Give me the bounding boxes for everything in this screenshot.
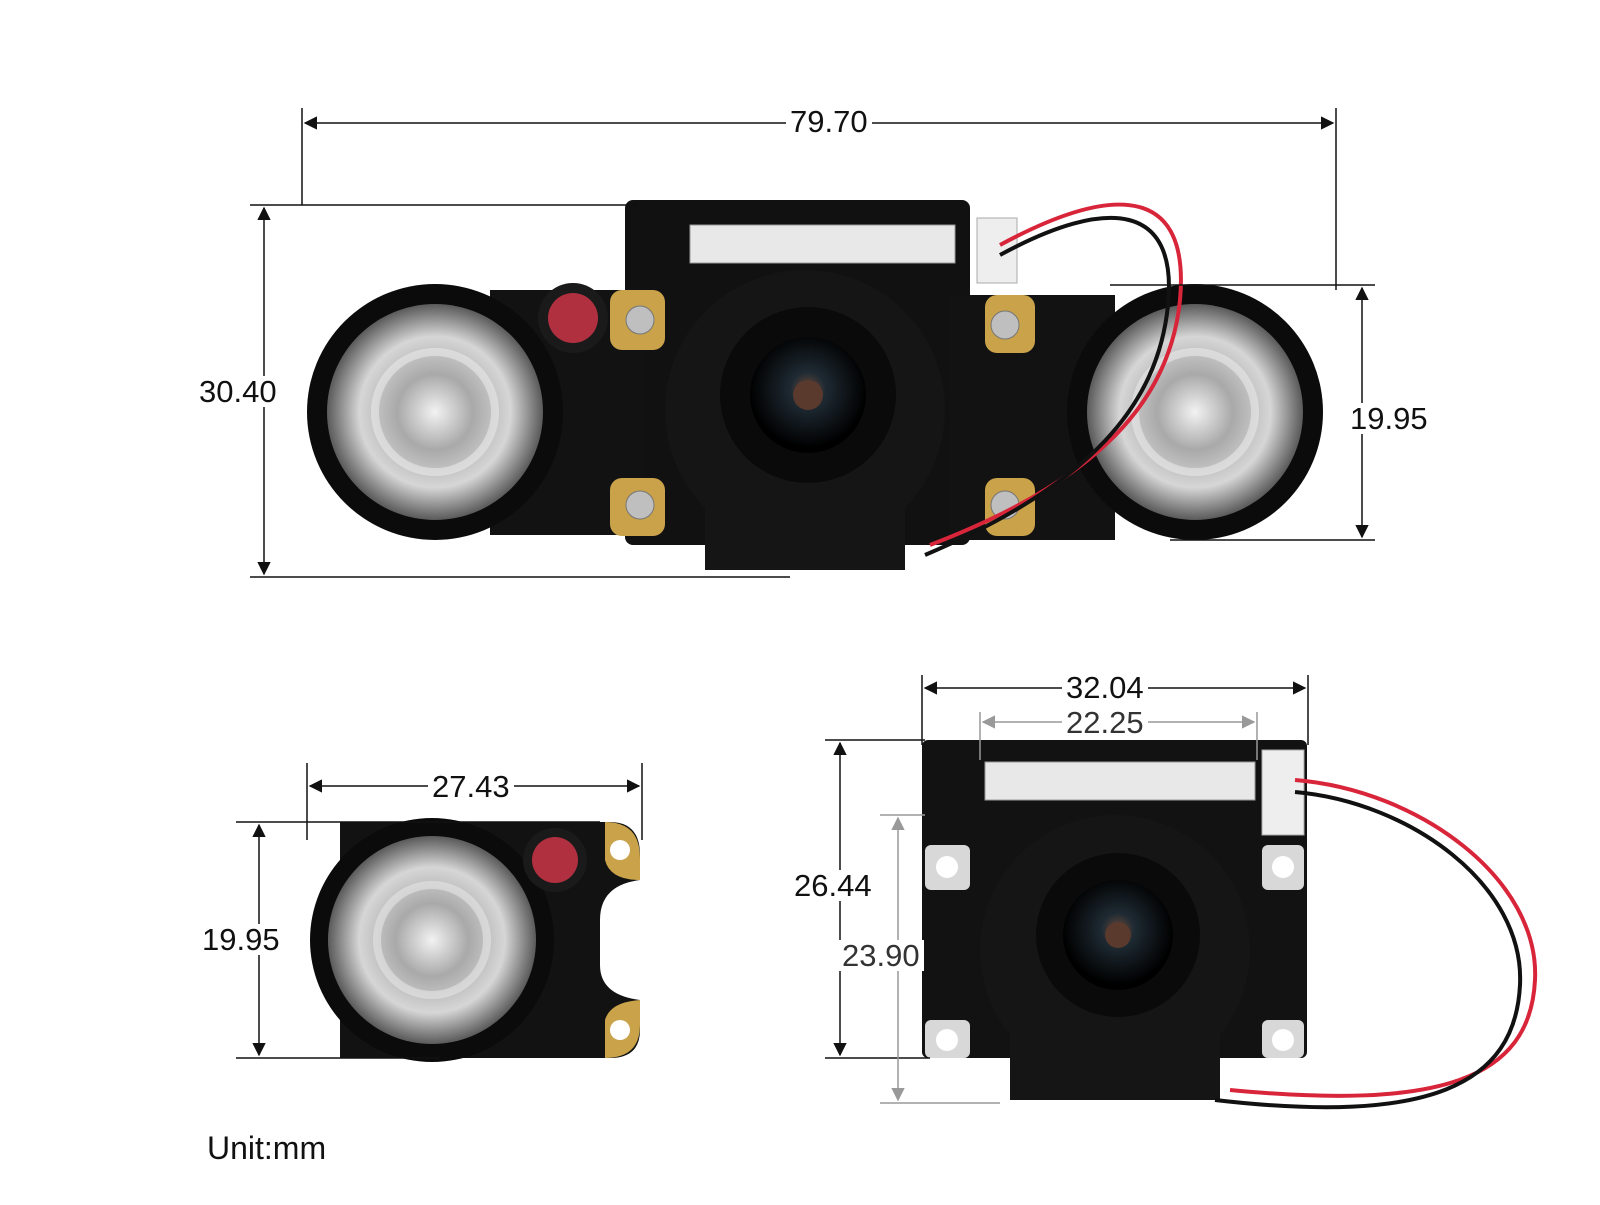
ir-board-module	[310, 818, 640, 1062]
red-wire	[1229, 778, 1538, 1098]
black-wire	[924, 215, 1171, 557]
led-lens	[327, 304, 543, 520]
screw-icon	[625, 305, 655, 335]
ribbon-connector	[984, 761, 1256, 801]
dim-label-connector-width: 22.25	[1062, 707, 1148, 738]
screw-icon	[625, 490, 655, 520]
dim-label-camera-width: 32.04	[1062, 672, 1148, 703]
dim-label-hole-height: 23.90	[838, 940, 924, 971]
full-module	[307, 200, 1323, 570]
mount-hole	[610, 1020, 630, 1040]
unit-label: Unit:mm	[207, 1130, 327, 1166]
led-lens	[328, 836, 536, 1044]
dim-label-camera-height: 26.44	[790, 870, 876, 901]
led-lens	[1087, 304, 1303, 520]
mount-hole	[610, 840, 630, 860]
ribbon-connector	[689, 224, 956, 264]
dim-label-full-height: 30.40	[195, 376, 281, 407]
screw-icon	[990, 310, 1020, 340]
dim-label-ir-height-top: 19.95	[1346, 403, 1432, 434]
dim-label-ir-width: 27.43	[428, 771, 514, 802]
camera-board-module	[922, 740, 1538, 1110]
dim-label-ir-height: 19.95	[198, 924, 284, 955]
black-wire	[1214, 790, 1523, 1110]
dim-label-full-width: 79.70	[786, 106, 872, 137]
